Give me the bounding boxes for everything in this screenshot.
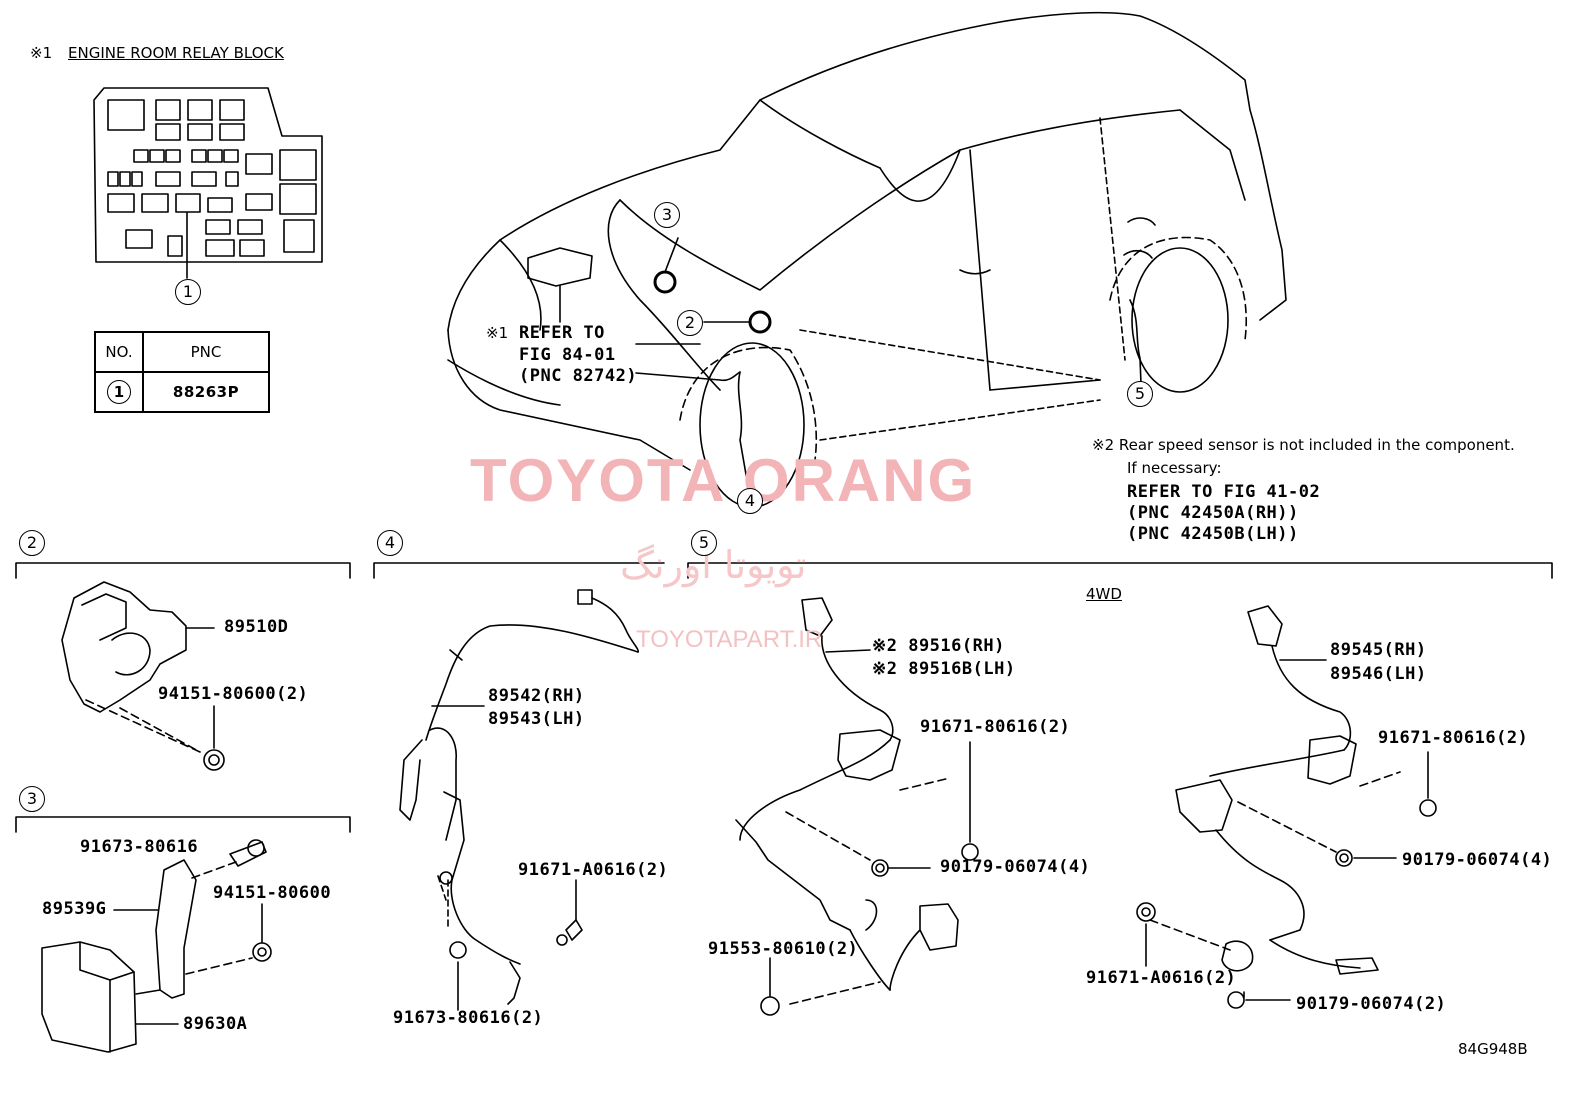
car-callout-3: 3	[654, 202, 680, 228]
section3-drawing	[41, 839, 272, 1053]
part-89546-lh: 89546(LH)	[1330, 664, 1427, 684]
rear-note-line3: REFER TO FIG 41-02	[1127, 482, 1321, 502]
watermark-title: TOYOTA ORANG	[470, 447, 977, 514]
section5-right-drawing	[1136, 605, 1437, 1009]
section-2-number: 2	[19, 530, 45, 556]
part-89545-rh: 89545(RH)	[1330, 640, 1427, 660]
part-89539G: 89539G	[42, 899, 107, 919]
part-91673-80616: 91673-80616	[80, 837, 199, 857]
watermark-site: TOYOTAPART.IR	[636, 626, 823, 653]
rear-note-line1: ※2 Rear speed sensor is not included in …	[1092, 436, 1515, 454]
car-callout-4: 4	[737, 488, 763, 514]
part-90179-06074-4-left: 90179-06074(4)	[940, 857, 1091, 877]
pnc-header-no: NO.	[94, 331, 144, 373]
part-89516B-lh: ※2 89516B(LH)	[872, 659, 1016, 679]
part-90179-06074-2: 90179-06074(2)	[1296, 994, 1447, 1014]
part-89630A: 89630A	[183, 1014, 248, 1034]
part-91671-A0616-2-right: 91671-A0616(2)	[1086, 968, 1237, 988]
section-4-number: 4	[377, 530, 403, 556]
pnc-row-pnc: 88263P	[142, 371, 270, 413]
section5-left-drawing	[735, 597, 979, 1016]
part-89543-lh: 89543(LH)	[488, 709, 585, 729]
part-91673-80616-2: 91673-80616(2)	[393, 1008, 544, 1028]
pnc-table: NO. PNC 1 88263P	[94, 331, 270, 413]
part-94151-80600: 94151-80600	[213, 883, 332, 903]
part-91671-80616-2-left: 91671-80616(2)	[920, 717, 1071, 737]
section-frames	[15, 562, 1553, 833]
relay-block-mark: ※1	[30, 44, 53, 62]
section-5-number: 5	[691, 530, 717, 556]
relay-block-title: ENGINE ROOM RELAY BLOCK	[68, 44, 284, 62]
refer-note-mark: ※1	[486, 324, 509, 342]
relay-block-drawing	[93, 87, 323, 279]
rear-note-line5: (PNC 42450B(LH))	[1127, 524, 1299, 544]
part-94151-80600-2: 94151-80600(2)	[158, 684, 309, 704]
section2-drawing	[61, 581, 225, 771]
section4-drawing	[399, 589, 640, 1011]
car-callout-5: 5	[1127, 381, 1153, 407]
part-89542-rh: 89542(RH)	[488, 686, 585, 706]
relay-callout-1: 1	[175, 279, 201, 305]
refer-note-line1: REFER TO	[519, 323, 605, 343]
part-90179-06074-4-right: 90179-06074(4)	[1402, 850, 1553, 870]
refer-note-line3: (PNC 82742)	[519, 366, 638, 386]
pnc-header-pnc: PNC	[142, 331, 270, 373]
rear-note-line2: If necessary:	[1127, 459, 1222, 477]
part-91553-80610-2: 91553-80610(2)	[708, 939, 859, 959]
part-91671-A0616-2: 91671-A0616(2)	[518, 860, 669, 880]
rear-note-line4: (PNC 42450A(RH))	[1127, 503, 1299, 523]
refer-note-line2: FIG 84-01	[519, 345, 616, 365]
vehicle-drawing	[447, 11, 1287, 508]
part-91671-80616-2-right: 91671-80616(2)	[1378, 728, 1529, 748]
part-89516-rh: ※2 89516(RH)	[872, 636, 1005, 656]
car-callout-2: 2	[677, 310, 703, 336]
section-5-variant: 4WD	[1086, 585, 1122, 603]
part-89510D: 89510D	[224, 617, 289, 637]
figure-code: 84G948B	[1458, 1040, 1528, 1058]
section-3-number: 3	[19, 786, 45, 812]
pnc-row-no: 1	[107, 380, 131, 404]
